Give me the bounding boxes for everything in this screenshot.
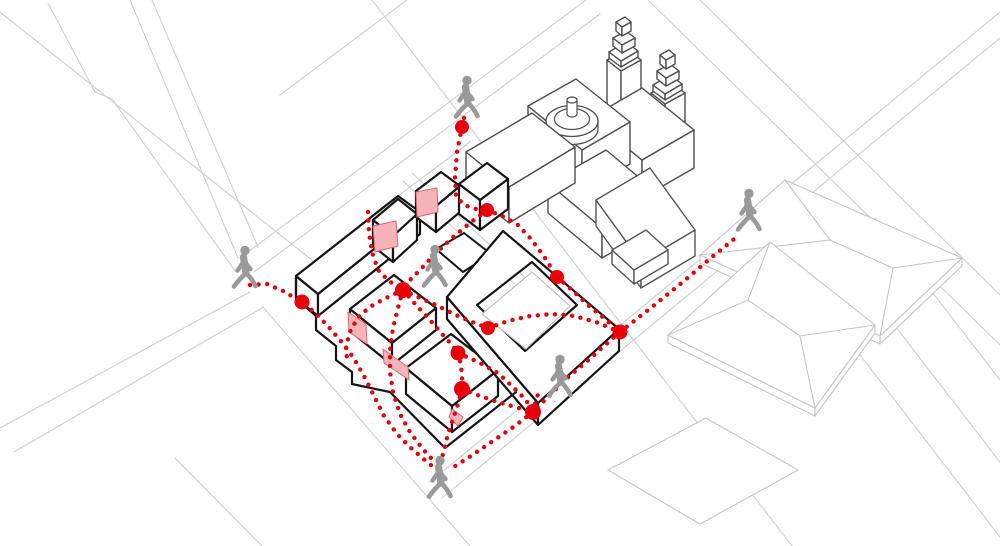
route-hub-south-passage (387, 287, 434, 461)
route-ne-street-lower (554, 274, 623, 335)
route-node-link-vertical (455, 350, 465, 392)
pedestrians-layer (231, 75, 762, 499)
node-ne-mid (550, 270, 564, 284)
church-annex-east-small-roof (611, 229, 669, 271)
demolition-wall-2 (415, 187, 439, 218)
circulation-nodes-layer (294, 120, 628, 420)
context-building-east-ridge-0 (784, 179, 831, 241)
street-nw-far-diagonal (0, 11, 319, 266)
pedestrian-south-arms (430, 468, 448, 483)
pedestrian-courtyard-arms (425, 257, 443, 272)
context-building-east-ridge-4 (829, 239, 894, 269)
node-courtyard (481, 321, 495, 335)
node-south-corner (525, 404, 541, 420)
pedestrian-inner-south-arms (550, 367, 568, 382)
context-building-east-ridge-2 (892, 257, 963, 269)
block-sw-building-1-roof (348, 273, 438, 345)
route-se-street (530, 329, 623, 415)
route-court-to-east-node (485, 311, 623, 335)
street-sw-strip-a (0, 291, 251, 429)
route-court-diagonal-b (459, 386, 536, 415)
route-court-diagonal-a (455, 350, 536, 415)
pedestrian-inner-south-head-icon (555, 354, 565, 365)
street-top-parallel (279, 0, 408, 96)
pedestrian-west (231, 245, 258, 289)
pedestrian-north (453, 75, 480, 119)
route-to-east-pedestrian (617, 233, 741, 335)
route-ne-street-upper (484, 207, 560, 280)
street-nw-upper-curb-a (129, 0, 239, 259)
intervention-block (294, 161, 621, 450)
pedestrian-south (426, 455, 453, 499)
pedestrian-south-legs (426, 480, 453, 499)
circulation-routes-layer (247, 115, 741, 473)
context-buildings-layer (607, 179, 963, 525)
street-ne-axis-curb-b (253, 13, 601, 273)
pedestrian-west-legs (231, 270, 258, 289)
route-to-south-pedestrian (449, 409, 536, 471)
pedestrian-inner-south-legs (546, 379, 573, 398)
street-church-ne-b (699, 0, 1000, 296)
pedestrian-courtyard-legs (421, 269, 448, 288)
block-top-box-3-roof (457, 161, 510, 202)
route-hub-to-sw-node (400, 287, 461, 356)
context-building-south-roof (607, 417, 799, 525)
node-central-hub (395, 282, 411, 298)
node-south-court (454, 381, 470, 397)
context-building-southeast-hip-ridge-0 (667, 299, 749, 336)
pedestrian-west-arms (235, 258, 253, 273)
route-hub-west-passage (343, 287, 406, 363)
pedestrian-north-arms (457, 88, 475, 103)
church-dome-drum-lantern-body (566, 100, 578, 118)
demolition-wall-1 (372, 220, 399, 253)
pedestrian-west-head-icon (240, 245, 250, 256)
pedestrian-north-legs (453, 100, 480, 119)
pedestrian-east (735, 188, 762, 232)
node-ne-gate (480, 203, 494, 217)
pedestrian-north-head-icon (462, 75, 472, 86)
pedestrian-inner-south (546, 354, 573, 398)
street-sw-lower-curb (261, 305, 471, 546)
church-tower-left-tier-2-roof (615, 16, 632, 28)
block-courtyard-building-court-floor (481, 271, 571, 350)
node-west-entry (294, 294, 310, 310)
pedestrian-east-head-icon (744, 188, 754, 199)
route-hub-north-passage (365, 209, 406, 293)
route-north-entry (452, 115, 490, 213)
node-east-corner (612, 324, 628, 340)
route-hub-to-court-node (400, 287, 491, 331)
pedestrian-south-head-icon (435, 455, 445, 466)
street-sw-strip-b (13, 307, 263, 453)
church-dome-drum-lantern-top (566, 96, 578, 104)
pedestrian-east-arms (739, 201, 757, 216)
node-north-entry (455, 120, 469, 134)
block-perimeter-wall (294, 276, 518, 450)
demolition-wall-3 (347, 311, 368, 345)
context-building-southeast-hip-ridge-4 (747, 299, 801, 337)
context-building-southeast-hip-ridge-1 (747, 241, 771, 301)
node-sw-court (450, 345, 466, 361)
street-nw-upper-outer (47, 2, 237, 273)
street-ne-axis-curb-a (239, 0, 587, 259)
context-building-east-ridge-3 (879, 267, 894, 337)
demolition-wall-5 (448, 408, 464, 427)
street-church-ne-a (647, 0, 1000, 346)
context-building-southeast-hip-ridge-2 (799, 324, 876, 337)
pedestrian-courtyard (421, 244, 448, 288)
context-building-southeast-hip-ridge-3 (799, 335, 816, 409)
church-tower-right-tier-2-roof (659, 49, 676, 61)
street-sw-lower-parallel (174, 457, 263, 546)
pedestrian-courtyard-head-icon (430, 244, 440, 255)
pedestrian-east-legs (735, 213, 762, 232)
street-nw-upper-curb-b (151, 0, 259, 248)
